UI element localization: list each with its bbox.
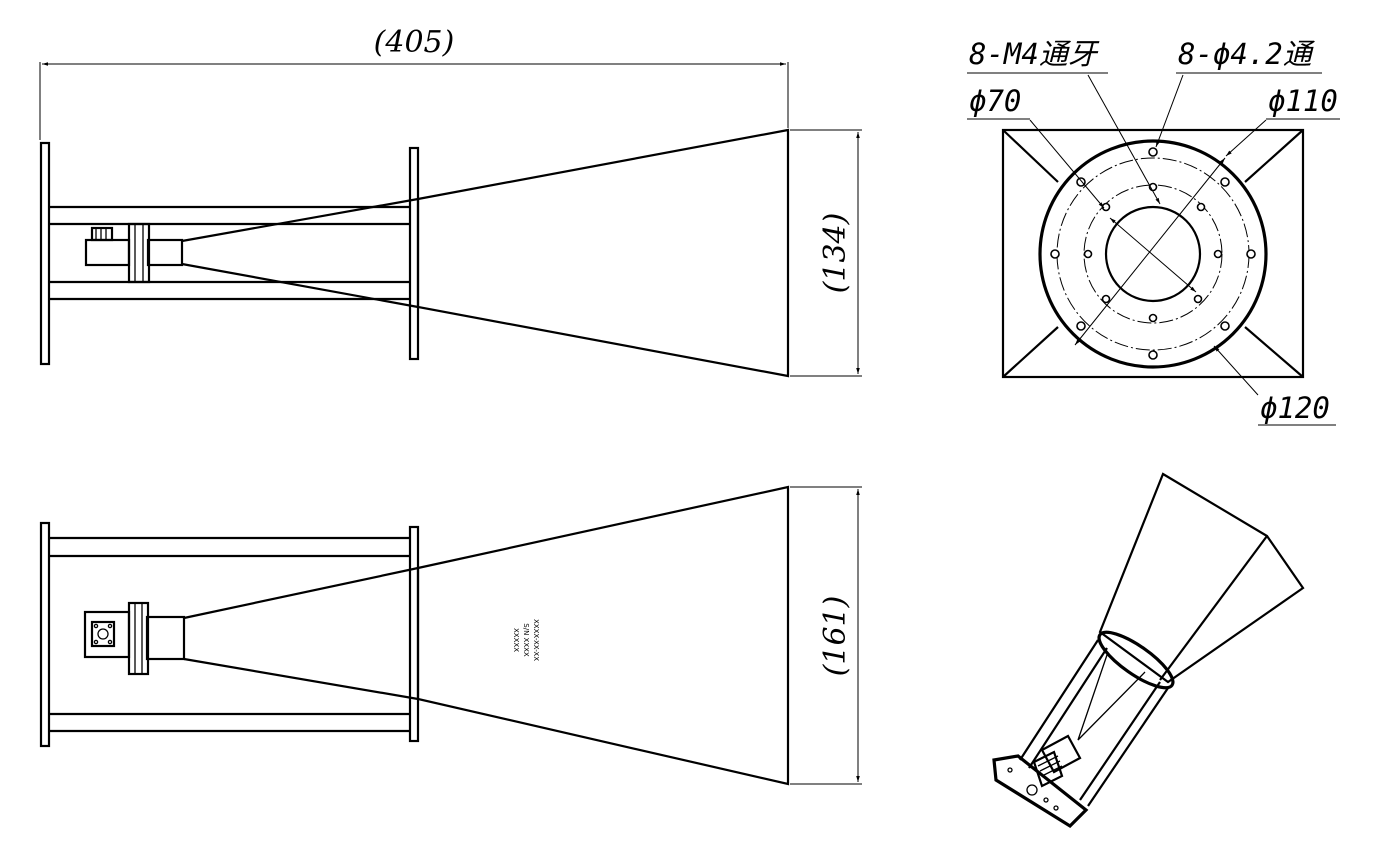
iso-hole: [1007, 767, 1013, 773]
iso-hole: [1043, 797, 1049, 803]
dia-110-callout: ϕ110: [1268, 84, 1338, 118]
tapped-hole: [1213, 249, 1223, 259]
through-hole: [1076, 321, 1086, 331]
through-hole: [1246, 249, 1256, 259]
width-dimension-label: (161): [818, 596, 853, 677]
iso-horn-edge: [1159, 535, 1268, 681]
connector-pin: [97, 628, 109, 640]
rear-plate: [39, 141, 51, 366]
through-hole: [1220, 321, 1230, 331]
iso-connector-thread: [1037, 755, 1059, 767]
dia-70-callout: ϕ70: [969, 84, 1021, 118]
through-hole: [1076, 177, 1086, 187]
through-hole: [1148, 350, 1158, 360]
horn-taper-line: [183, 566, 419, 620]
iso-front-plate: [1097, 630, 1175, 690]
leader-through: [1155, 74, 1184, 148]
horn-taper-line: [183, 657, 419, 701]
waveguide-section: [145, 615, 186, 661]
iso-rod: [1028, 647, 1108, 769]
sma-connector-face: [90, 620, 116, 648]
iso-feed-taper: [1077, 651, 1146, 741]
tapped-hole: [1083, 249, 1093, 259]
length-dimension-label: (405): [374, 25, 455, 60]
horn-edge-line: [1244, 129, 1304, 183]
nameplate-line-3: XXXXX: [512, 628, 520, 652]
through-hole-callout: 8-ϕ4.2通: [1178, 37, 1316, 71]
iso-hole: [1026, 784, 1038, 796]
front-plate: [408, 525, 420, 743]
iso-hole: [1053, 805, 1059, 811]
coax-adapter: [83, 610, 131, 659]
rear-plate: [39, 521, 51, 748]
flange-outer-circle: [1038, 139, 1268, 369]
aperture-outline: [1001, 128, 1305, 379]
iso-rod: [1087, 687, 1169, 807]
top-view: XXXX-XX-XX S/N XXXX XXXXX (161): [39, 485, 862, 786]
mount-hole: [107, 639, 113, 645]
horn-edge-line: [1002, 129, 1059, 183]
end-view: 8-M4通牙 8-ϕ4.2通 ϕ70 ϕ110 ϕ120: [967, 37, 1340, 426]
tapped-hole: [1196, 202, 1206, 212]
front-plate: [408, 146, 420, 361]
nameplate-line-1: XXXX-XX-XX: [532, 619, 540, 661]
dia-120-callout: ϕ120: [1260, 391, 1330, 425]
bore-circle-70: [1104, 205, 1202, 303]
leader-70: [1029, 119, 1105, 209]
horn-body: [416, 128, 790, 378]
tapped-hole: [1193, 294, 1203, 304]
iso-rod: [1019, 639, 1099, 761]
iso-horn-body: [1098, 472, 1305, 684]
through-hole: [1148, 147, 1158, 157]
height-dimension-label: (134): [818, 213, 853, 294]
leader-120: [1213, 345, 1259, 396]
waveguide-section: [146, 238, 184, 267]
coax-adapter: [84, 238, 131, 267]
iso-connector-thread: [1039, 760, 1061, 772]
side-view: (405) (134): [39, 25, 862, 378]
through-hole: [1220, 177, 1230, 187]
nameplate-line-2: S/N XXXX: [522, 623, 530, 657]
nameplate: XXXX-XX-XX S/N XXXX XXXXX: [512, 619, 540, 661]
horn-edge-line: [1244, 326, 1304, 378]
tapped-hole-callout: 8-M4通牙: [969, 37, 1100, 71]
leader-tapped: [1087, 74, 1161, 205]
sma-connector: [90, 226, 114, 242]
mount-hole: [93, 623, 99, 629]
iso-coax-adapter: [1032, 750, 1064, 788]
iso-waveguide-flange: [1040, 734, 1082, 774]
waveguide-flange: [127, 601, 150, 676]
leader-110: [1225, 119, 1267, 157]
tapped-hole: [1148, 313, 1158, 323]
iso-connector-thread: [1041, 765, 1063, 777]
horn-body: [416, 485, 790, 786]
horn-edge-line: [1002, 326, 1059, 378]
tapped-hole: [1101, 294, 1111, 304]
iso-rear-plate: [992, 754, 1089, 829]
mount-hole: [107, 623, 113, 629]
horn-taper-line: [181, 197, 419, 243]
through-hole: [1050, 249, 1060, 259]
horn-taper-line: [181, 262, 419, 309]
iso-rod: [1079, 681, 1161, 801]
mount-hole: [93, 639, 99, 645]
diameter-leader: [1109, 217, 1197, 293]
isometric-view: [992, 472, 1305, 829]
waveguide-flange: [127, 222, 151, 284]
